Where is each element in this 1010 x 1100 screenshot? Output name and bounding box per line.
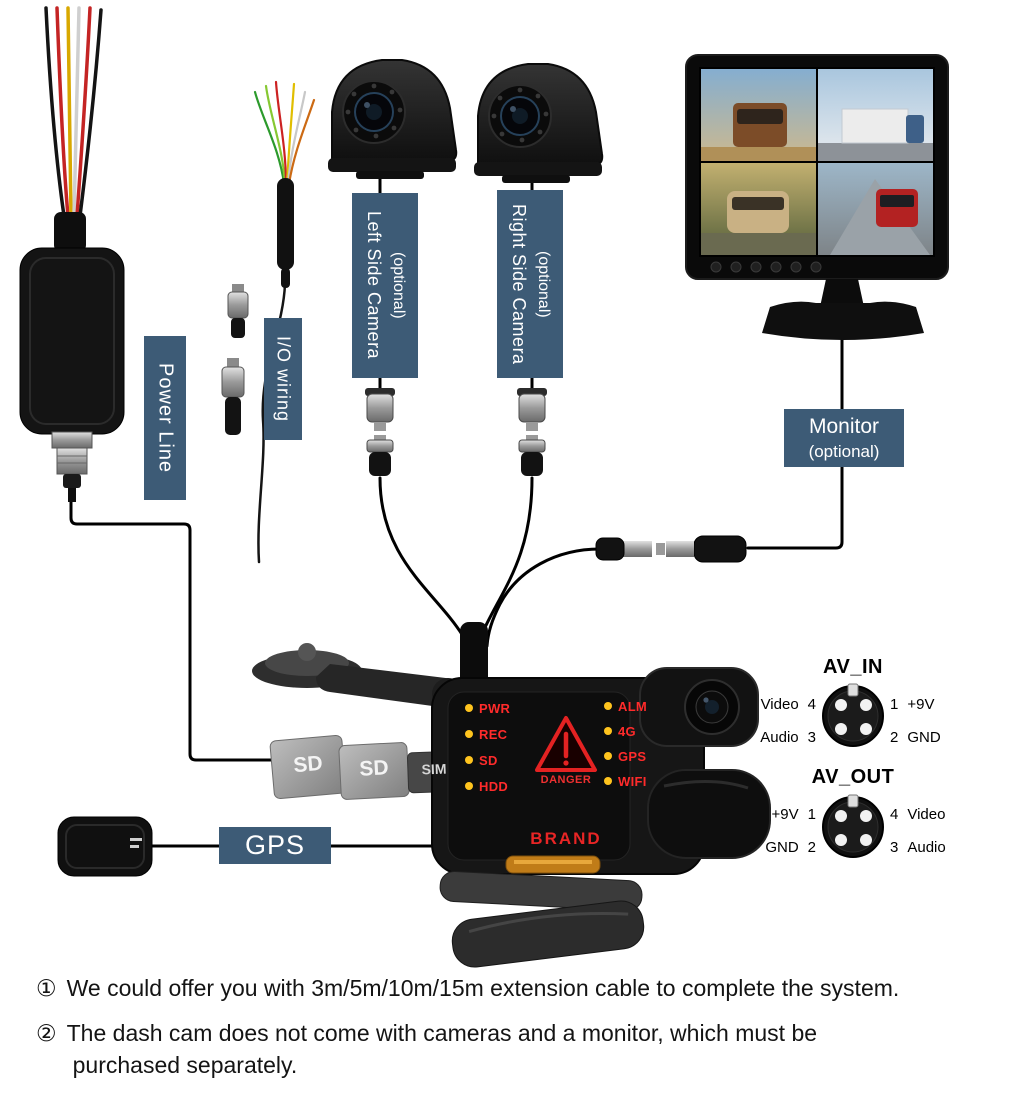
front-camera-lens-icon	[639, 667, 759, 747]
led-gps: GPS	[618, 749, 647, 764]
note-2-text: The dash cam does not come with cameras …	[67, 1017, 817, 1082]
pin-label: Audio	[760, 728, 799, 746]
av-out-row2-right: 3 Audio	[890, 837, 976, 857]
left-camera-label: Left Side Camera (optional)	[352, 193, 418, 378]
pin-label: GND	[907, 728, 941, 746]
right-camera-label-sub: (optional)	[535, 250, 552, 318]
monitor-quadrant-2	[818, 69, 933, 161]
danger-triangle-icon	[535, 716, 597, 772]
sd-card-1-label: SD	[292, 751, 324, 778]
note-2-number: ②	[36, 1019, 57, 1046]
note-1: ① We could offer you with 3m/5m/10m/15m …	[36, 972, 988, 1005]
led-rec: REC	[479, 727, 508, 742]
gps-module-art	[57, 816, 153, 877]
power-cable	[69, 498, 430, 762]
io-wiring-label-text: I/O wiring	[273, 335, 294, 423]
monitor-buttons	[710, 261, 822, 273]
monitor-label-title: Monitor	[808, 415, 880, 439]
led-alm: ALM	[618, 699, 648, 714]
led-wifi: WIFI	[618, 774, 647, 789]
monitor-cable-connectors	[595, 535, 747, 563]
pin-number: 3	[807, 728, 816, 746]
av-out-row1-left: +9V 1	[740, 804, 816, 824]
av-in-row2-left: Audio 3	[740, 727, 816, 747]
pin-number: 1	[807, 805, 816, 823]
right-camera-label: Right Side Camera (optional)	[497, 190, 563, 378]
sd-card-2-label: SD	[358, 756, 390, 781]
monitor-cable	[746, 336, 844, 550]
pin-number: 2	[890, 728, 899, 746]
monitor-label: Monitor (optional)	[784, 409, 904, 467]
left-camera-connector	[364, 387, 396, 477]
av-in-row2-right: 2 GND	[890, 727, 976, 747]
power-line-label: Power Line	[144, 336, 186, 500]
note-1-text: We could offer you with 3m/5m/10m/15m ex…	[67, 972, 900, 1005]
monitor-quadrant-3	[701, 163, 816, 255]
monitor-label-sub: (optional)	[808, 441, 880, 461]
gps-label-text: GPS	[244, 830, 306, 860]
pin-label: Audio	[907, 838, 946, 856]
left-camera-label-title: Left Side Camera	[364, 211, 384, 360]
av-out-connector-art	[822, 794, 884, 858]
note-1-line-1: We could offer you with 3m/5m/10m/15m ex…	[66, 975, 900, 1001]
pin-label: Video	[907, 805, 946, 823]
bottom-bracket-1	[439, 871, 643, 912]
pin-label: Video	[760, 695, 799, 713]
av-in-row1-left: Video 4	[740, 694, 816, 714]
av-out-row1-right: 4 Video	[890, 804, 976, 824]
av-out-row2-left: GND 2	[740, 837, 816, 857]
monitor-art	[685, 54, 949, 340]
pin-label: +9V	[771, 805, 799, 823]
note-1-number: ①	[36, 975, 57, 1001]
pin-number: 1	[890, 695, 899, 713]
pin-number: 4	[807, 695, 816, 713]
pin-label: +9V	[907, 695, 935, 713]
note-2-line-2: purchased separately.	[72, 1052, 298, 1079]
right-camera-connector	[516, 387, 548, 477]
io-wiring-art	[221, 80, 316, 435]
sim-card-label: SIM	[421, 760, 447, 778]
pin-number: 3	[890, 838, 899, 856]
brand-label: BRAND	[530, 829, 602, 848]
pin-label: GND	[765, 838, 799, 856]
led-dots	[465, 702, 612, 790]
led-4g: 4G	[618, 724, 636, 739]
right-camera-label-title: Right Side Camera	[509, 203, 529, 365]
amber-reflector	[505, 855, 601, 874]
monitor-quadrant-1	[701, 69, 816, 161]
power-line-label-text: Power Line	[154, 362, 177, 474]
led-pwr: PWR	[479, 701, 511, 716]
monitor-stand	[762, 279, 924, 340]
monitor-cable-tail	[485, 547, 602, 648]
led-sd: SD	[479, 753, 498, 768]
av-in-connector-art	[822, 683, 884, 747]
footer-notes: ① We could offer you with 3m/5m/10m/15m …	[36, 972, 988, 1094]
danger-label: DANGER	[540, 774, 592, 786]
monitor-quadrant-4	[818, 163, 933, 255]
note-2: ② The dash cam does not come with camera…	[36, 1017, 988, 1082]
power-line-art	[19, 6, 125, 502]
dashcam-art	[252, 622, 771, 968]
av-in-row1-right: 1 +9V	[890, 694, 976, 714]
av-out-title: AV_OUT	[811, 766, 895, 788]
av-in-title: AV_IN	[823, 656, 883, 678]
note-2-line-1: The dash cam does not come with cameras …	[66, 1019, 818, 1046]
pin-number: 2	[807, 838, 816, 856]
right-side-camera-art	[473, 63, 604, 184]
second-lens-barrel	[647, 769, 771, 859]
led-hdd: HDD	[479, 779, 509, 794]
gps-label: GPS	[219, 827, 331, 864]
left-camera-label-sub: (optional)	[390, 252, 407, 319]
io-wiring-label: I/O wiring	[264, 318, 302, 440]
left-side-camera-art	[327, 59, 458, 180]
pin-number: 4	[890, 805, 899, 823]
bottom-bracket-2	[451, 900, 645, 968]
